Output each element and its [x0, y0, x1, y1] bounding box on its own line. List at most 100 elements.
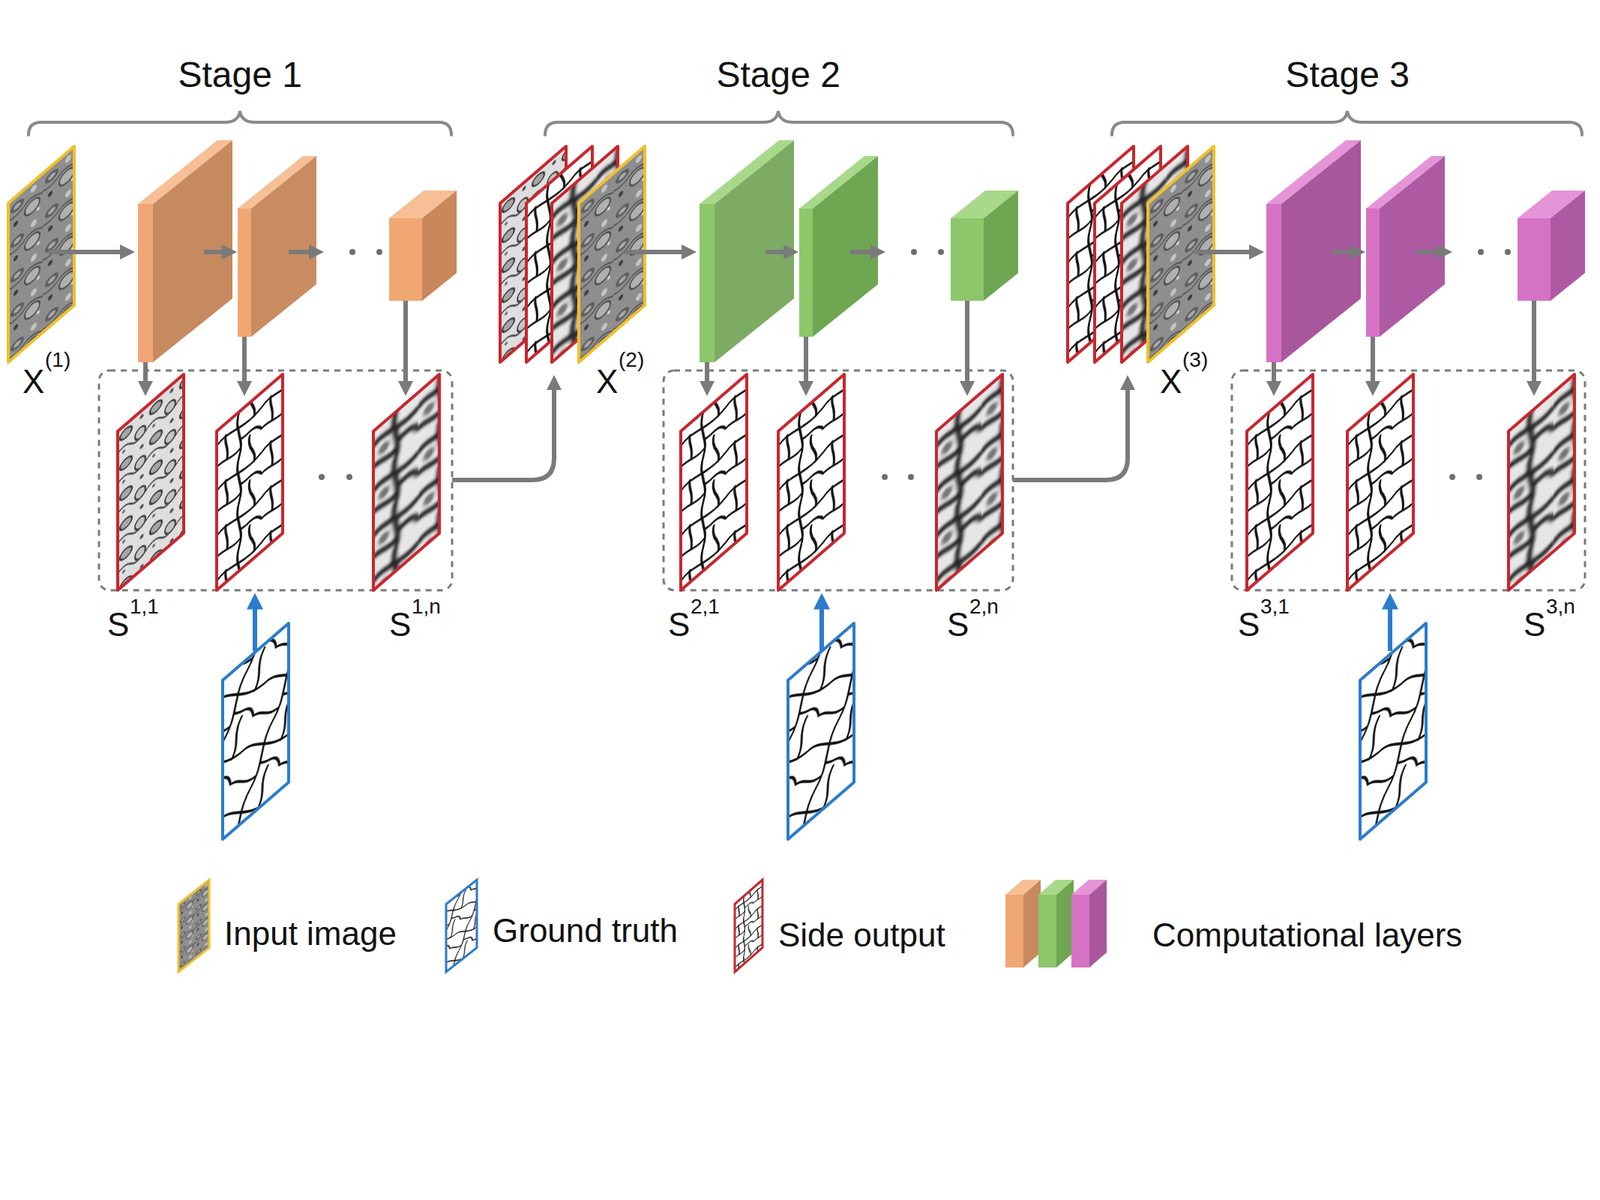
- layer-block: [1005, 879, 1041, 968]
- side-output-group: [1231, 370, 1586, 591]
- image-label: S: [668, 608, 690, 642]
- ellipsis-dot: [1476, 473, 1483, 480]
- label-superscript: 1,1: [129, 596, 159, 618]
- ellipsis-dot: [349, 248, 356, 255]
- layer-block: [137, 140, 233, 363]
- side-output-image: [1347, 374, 1414, 591]
- supervision-arrow: [819, 604, 824, 651]
- stage-connector: [452, 385, 555, 480]
- legend-label: Side output: [778, 918, 946, 952]
- supervision-arrow: [1387, 604, 1393, 651]
- forward-arrow: [203, 249, 227, 255]
- stage-brace: [28, 110, 452, 135]
- side-output: S1,n: [373, 374, 440, 591]
- label-superscript: 2,1: [690, 596, 720, 618]
- label-superscript: 3,1: [1260, 596, 1290, 618]
- legend-input-icon: [178, 879, 210, 972]
- image-content: [680, 374, 747, 591]
- layer-output-arrow: [803, 336, 809, 386]
- image-content: [936, 374, 1003, 591]
- image-label: S: [946, 608, 969, 642]
- image-content: [373, 374, 440, 591]
- forward-arrow: [48, 249, 125, 255]
- image-border: [680, 374, 747, 591]
- layer-block: [950, 190, 1019, 301]
- image-frame: [1246, 374, 1313, 591]
- forward-arrow: [850, 249, 875, 255]
- legend-layer-icon: [1005, 879, 1107, 968]
- side-output: S3,n: [1508, 374, 1575, 591]
- layer-output-arrow: [964, 300, 970, 386]
- stage-connector: [1012, 385, 1128, 480]
- image-content: [1147, 146, 1214, 363]
- legend-ground-truth-icon: [446, 879, 477, 972]
- layer-block: [389, 190, 457, 301]
- image-label: S: [107, 608, 129, 642]
- label-superscript: (3): [1182, 349, 1208, 371]
- layer-output-arrow: [1531, 300, 1537, 386]
- image-border: [1147, 146, 1214, 363]
- side-output: S1,1: [117, 374, 184, 591]
- side-output: S2,1: [680, 374, 747, 591]
- layer-output-arrow: [1271, 362, 1277, 386]
- layer-output-arrow: [704, 362, 710, 386]
- image-frame: [1508, 374, 1575, 591]
- image-border: [8, 146, 75, 363]
- image-content: [1508, 374, 1575, 591]
- ellipsis-dot: [346, 473, 353, 480]
- ellipsis-dot: [881, 473, 888, 480]
- label-superscript: 1,n: [411, 596, 441, 618]
- layer-block: [1071, 879, 1107, 968]
- stage-brace: [1111, 110, 1583, 135]
- image-border: [1246, 374, 1313, 591]
- image-content: [8, 146, 75, 363]
- side-output-group: [663, 370, 1013, 591]
- layer-output-arrow: [403, 300, 408, 386]
- input-image: X(1): [8, 146, 75, 363]
- legend-label: Input image: [224, 916, 397, 950]
- ellipsis-dots: [318, 248, 1511, 480]
- forward-arrow: [1332, 249, 1355, 255]
- side-output: S3,1: [1246, 374, 1313, 591]
- ellipsis-dot: [1477, 248, 1484, 255]
- side-output: S2,n: [936, 374, 1003, 591]
- stage-title: Stage 1: [178, 56, 303, 93]
- input-image: X(2): [578, 146, 645, 363]
- image-content: [578, 146, 645, 363]
- image-border: [936, 374, 1003, 591]
- layer-block: [1266, 140, 1361, 363]
- side-output-group: [98, 370, 1586, 591]
- forward-arrow: [1417, 249, 1442, 255]
- image-label: X: [1159, 365, 1182, 399]
- layer-block: [1517, 190, 1586, 301]
- image-content: [1246, 374, 1313, 591]
- layer-output-arrow: [145, 300, 1535, 386]
- image-frame: [373, 374, 440, 591]
- label-superscript: 2,n: [969, 596, 999, 618]
- ellipsis-dot: [1504, 248, 1511, 255]
- layer-block: [1038, 879, 1074, 968]
- stage-title: Stage 2: [716, 56, 841, 93]
- ground-truth-image: [222, 623, 289, 839]
- image-border: [117, 374, 184, 591]
- forward-arrow: [765, 249, 789, 255]
- ellipsis-dot: [907, 473, 914, 480]
- image-frame: [578, 146, 645, 363]
- image-frame: [117, 374, 184, 591]
- legend-label: Ground truth: [492, 913, 678, 947]
- ellipsis-dot: [1449, 473, 1456, 480]
- layer-block: [799, 155, 878, 337]
- ground-truth-image: [788, 623, 854, 839]
- image-border: [1508, 374, 1575, 591]
- forward-arrow: [1193, 249, 1254, 255]
- ellipsis-dot: [376, 248, 383, 255]
- stage-connector: [452, 385, 1128, 480]
- label-superscript: (2): [618, 349, 645, 371]
- side-output-image: [216, 374, 283, 591]
- ground-truth-image: [1360, 623, 1427, 839]
- supervision-arrow: [252, 604, 258, 651]
- layer-block-group: [699, 140, 1019, 363]
